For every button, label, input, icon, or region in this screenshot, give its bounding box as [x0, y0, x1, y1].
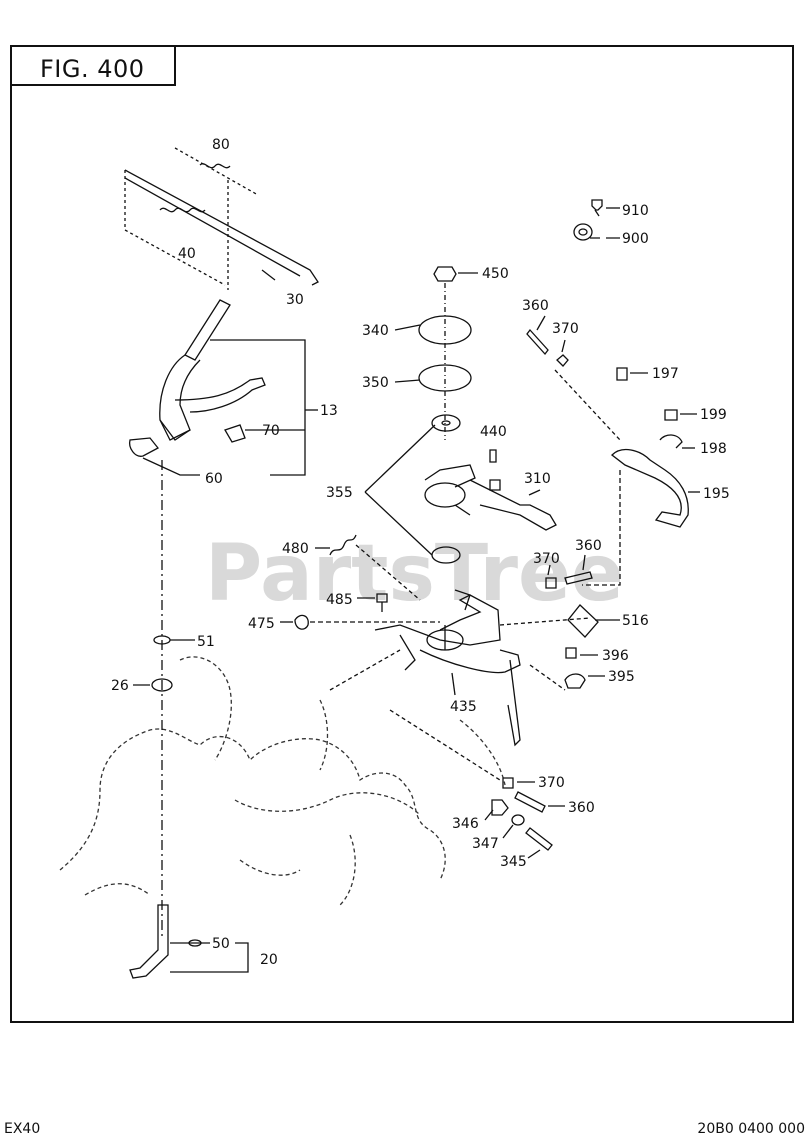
label-475: 475 [248, 616, 275, 632]
watermark: PartsTree [205, 529, 624, 619]
label-50: 50 [212, 936, 230, 952]
label-197: 197 [652, 366, 679, 382]
bolt-360-nut-370-top [526, 315, 621, 441]
label-60: 60 [205, 471, 223, 487]
label-40: 40 [178, 246, 196, 262]
label-360-mid: 360 [575, 538, 602, 554]
figure-title: FIG. 400 [40, 55, 145, 83]
label-370-mid: 370 [533, 551, 560, 567]
engine-outline [59, 656, 506, 906]
label-360-top: 360 [522, 298, 549, 314]
governor-shaft [129, 904, 249, 979]
label-199: 199 [700, 407, 727, 423]
label-340: 340 [362, 323, 389, 339]
label-80: 80 [212, 137, 230, 153]
throttle-lever [424, 449, 557, 531]
label-70: 70 [262, 423, 280, 439]
bolt-396-plate-395 [564, 647, 605, 689]
label-900: 900 [622, 231, 649, 247]
bottom-fasteners [484, 777, 565, 859]
label-195: 195 [703, 486, 730, 502]
label-347: 347 [472, 836, 499, 852]
label-355: 355 [326, 485, 353, 501]
label-450: 450 [482, 266, 509, 282]
screw-485 [357, 593, 388, 612]
label-370-bottom: 370 [538, 775, 565, 791]
choke-parts [582, 367, 700, 586]
label-310: 310 [524, 471, 551, 487]
label-51: 51 [197, 634, 215, 650]
label-395: 395 [608, 669, 635, 685]
label-516: 516 [622, 613, 649, 629]
label-435: 435 [450, 699, 477, 715]
label-370-top: 370 [552, 321, 579, 337]
throttle-plates [364, 266, 478, 564]
diagram-frame [10, 45, 794, 1023]
spring-480 [315, 534, 421, 601]
label-20: 20 [260, 952, 278, 968]
control-bracket [329, 589, 620, 781]
bolt-360-nut-370-mid [545, 554, 593, 589]
bushing-26 [151, 678, 173, 692]
label-30: 30 [286, 292, 304, 308]
bracket-13 [210, 339, 306, 476]
label-13: 13 [320, 403, 338, 419]
label-350: 350 [362, 375, 389, 391]
footer-code: 20B0 0400 000 [697, 1121, 805, 1137]
clip-475 [280, 614, 440, 630]
label-440: 440 [480, 424, 507, 440]
label-346: 346 [452, 816, 479, 832]
part-labels: 80 40 30 13 70 60 910 900 450 360 370 34… [111, 137, 730, 968]
label-26: 26 [111, 678, 129, 694]
label-198: 198 [700, 441, 727, 457]
bolt-910-nut-900 [573, 199, 620, 241]
governor-rod-assembly [124, 147, 319, 290]
label-480: 480 [282, 541, 309, 557]
label-360-bottom: 360 [568, 800, 595, 816]
governor-lever [129, 299, 266, 457]
footer-model: EX40 [4, 1121, 41, 1137]
leader-60 [142, 457, 200, 476]
figure-title-box [10, 45, 176, 86]
label-345: 345 [500, 854, 527, 870]
label-910: 910 [622, 203, 649, 219]
diagram-linework [59, 147, 700, 979]
label-485: 485 [326, 592, 353, 608]
label-396: 396 [602, 648, 629, 664]
